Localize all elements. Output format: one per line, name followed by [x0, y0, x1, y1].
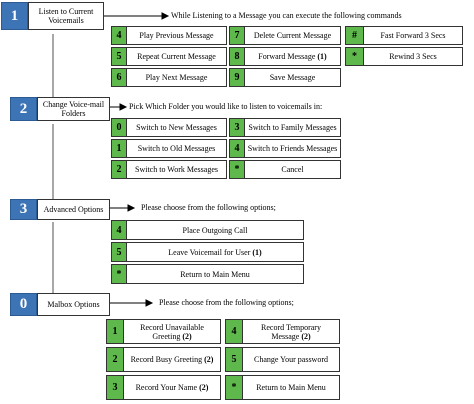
- key-3: 3: [230, 119, 245, 136]
- s0-cmd-3[interactable]: 3 Record Your Name(2): [106, 375, 221, 400]
- command-label: Change Your password: [254, 355, 328, 364]
- command-label: Play Next Message: [145, 73, 208, 82]
- command-label: Record Temporary Message: [261, 322, 321, 341]
- command-note: (1): [317, 52, 327, 61]
- key-4: 4: [112, 221, 127, 239]
- section-2-number: 2: [10, 97, 37, 121]
- section-0-label: Malbox Options: [37, 293, 110, 316]
- command-label: Forward Message: [258, 52, 316, 61]
- key-5: 5: [112, 48, 127, 65]
- s1-cmd-star[interactable]: * Rewind 3 Secs: [345, 47, 463, 66]
- s0-cmd-2[interactable]: 2 Record Busy Greeting(2): [106, 347, 221, 372]
- key-star: *: [230, 161, 245, 178]
- command-label: Record Your Name: [135, 383, 198, 392]
- key-0: 0: [112, 119, 127, 136]
- s1-cmd-6[interactable]: 6 Play Next Message: [111, 68, 227, 87]
- command-label: Save Message: [269, 73, 316, 82]
- key-3: 3: [107, 376, 124, 399]
- section-3-label: Advanced Options: [37, 199, 110, 220]
- key-5: 5: [112, 243, 127, 261]
- command-label: Leave Voicemail for User: [168, 247, 251, 257]
- command-label: Play Previous Message: [139, 31, 214, 40]
- command-label: Cancel: [281, 165, 304, 174]
- section-0-instruction: Please choose from the following options…: [159, 298, 294, 307]
- s1-cmd-9[interactable]: 9 Save Message: [229, 68, 341, 87]
- command-label: Return to Main Menu: [256, 383, 326, 392]
- s1-cmd-5[interactable]: 5 Repeat Current Message: [111, 47, 227, 66]
- s1-cmd-7[interactable]: 7 Delete Current Message: [229, 26, 341, 45]
- s2-cmd-star[interactable]: * Cancel: [229, 160, 341, 179]
- command-label: Fast Forward 3 Secs: [380, 31, 446, 40]
- section-0-number: 0: [10, 293, 37, 316]
- key-1: 1: [107, 320, 124, 343]
- section-1-number: 1: [1, 2, 28, 30]
- s1-cmd-hash[interactable]: # Fast Forward 3 Secs: [345, 26, 463, 45]
- command-label: Rewind 3 Secs: [389, 52, 437, 61]
- key-star: *: [346, 48, 364, 65]
- command-label: Place Outgoing Call: [182, 225, 248, 235]
- section-1-label: Listen to Current Voicemails: [28, 2, 104, 30]
- key-star: *: [226, 376, 243, 399]
- s3-cmd-5[interactable]: 5 Leave Voicemail for User(1): [111, 242, 304, 262]
- key-7: 7: [230, 27, 245, 44]
- command-label: Switch to Family Messages: [248, 123, 337, 132]
- command-label: Switch to New Messages: [136, 123, 217, 132]
- s0-cmd-1[interactable]: 1 Record Unavailable Greeting(2): [106, 319, 221, 344]
- section-2-instruction: Pick Which Folder you would like to list…: [129, 102, 323, 111]
- command-label: Return to Main Menu: [180, 269, 250, 279]
- key-4: 4: [230, 140, 245, 157]
- section-2-label: Change Voice-mail Folders: [37, 97, 110, 121]
- command-note: (1): [252, 247, 262, 257]
- command-label: Switch to Friends Messages: [247, 144, 338, 153]
- key-9: 9: [230, 69, 245, 86]
- s2-cmd-0[interactable]: 0 Switch to New Messages: [111, 118, 227, 137]
- key-4: 4: [112, 27, 127, 44]
- key-2: 2: [107, 348, 124, 371]
- s2-cmd-2[interactable]: 2 Switch to Work Messages: [111, 160, 227, 179]
- command-note: (2): [182, 331, 192, 341]
- key-4: 4: [226, 320, 243, 343]
- section-3-number: 3: [10, 199, 37, 220]
- command-label: Record Busy Greeting: [130, 355, 203, 364]
- command-note: (2): [199, 383, 209, 392]
- s3-cmd-4[interactable]: 4 Place Outgoing Call: [111, 220, 304, 240]
- section-3-instruction: Please choose from the following options…: [141, 203, 276, 212]
- command-label: Switch to Old Messages: [137, 144, 216, 153]
- s3-cmd-star[interactable]: * Return to Main Menu: [111, 264, 304, 284]
- key-1: 1: [112, 140, 127, 157]
- key-2: 2: [112, 161, 127, 178]
- s0-cmd-star[interactable]: * Return to Main Menu: [225, 375, 340, 400]
- key-5: 5: [226, 348, 243, 371]
- command-label: Repeat Current Message: [137, 52, 216, 61]
- s2-cmd-1[interactable]: 1 Switch to Old Messages: [111, 139, 227, 158]
- command-label: Switch to Work Messages: [135, 165, 218, 174]
- s0-cmd-5[interactable]: 5 Change Your password: [225, 347, 340, 372]
- command-label: Record Unavailable Greeting: [140, 322, 204, 341]
- command-label: Delete Current Message: [253, 31, 332, 40]
- command-note: (2): [301, 331, 311, 341]
- key-hash: #: [346, 27, 364, 44]
- s1-cmd-8[interactable]: 8 Forward Message(1): [229, 47, 341, 66]
- s0-cmd-4[interactable]: 4 Record Temporary Message(2): [225, 319, 340, 344]
- section-1-instruction: While Listening to a Message you can exe…: [171, 11, 402, 20]
- command-note: (2): [204, 355, 214, 364]
- key-6: 6: [112, 69, 127, 86]
- key-star: *: [112, 265, 127, 283]
- s1-cmd-4[interactable]: 4 Play Previous Message: [111, 26, 227, 45]
- key-8: 8: [230, 48, 245, 65]
